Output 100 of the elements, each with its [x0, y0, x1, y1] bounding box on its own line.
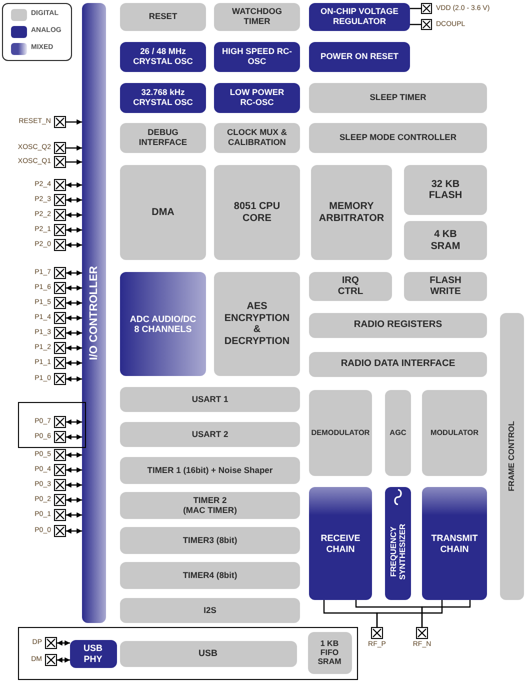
digital-block — [309, 83, 487, 113]
digital-block — [404, 165, 487, 215]
arrow — [66, 270, 82, 276]
arrow — [66, 345, 82, 351]
digital-block — [309, 390, 372, 476]
arrow — [66, 182, 82, 188]
pin-pad — [54, 357, 66, 369]
arrow — [57, 657, 70, 663]
block-label: IRQ CTRL — [336, 276, 364, 298]
arrow — [66, 512, 82, 518]
block-label: TIMER4 (8bit) — [182, 570, 238, 580]
arrow — [66, 330, 82, 336]
pin-pad — [54, 464, 66, 476]
arrow — [66, 159, 82, 165]
vertical-label: FREQUENCY SYNTHESIZER — [388, 523, 408, 582]
mixed-signal-block — [120, 272, 206, 376]
digital-block — [309, 313, 487, 338]
arrow — [66, 242, 82, 248]
digital-block — [308, 632, 352, 674]
arrow — [66, 497, 82, 503]
block-label: WATCHDOG TIMER — [231, 7, 283, 27]
pin-pad — [54, 327, 66, 339]
block-label: DEBUG INTERFACE — [138, 128, 188, 148]
digital-block — [120, 640, 296, 666]
pin-pad — [44, 654, 56, 666]
block-label: I2S — [204, 606, 216, 616]
pin-pad — [54, 224, 66, 236]
block-label: RESET — [148, 12, 178, 22]
pin-pad — [54, 179, 66, 191]
arrow — [66, 452, 82, 458]
group-frame — [18, 627, 358, 680]
connector-line — [421, 600, 471, 627]
pin-pad — [54, 479, 66, 491]
digital-block — [120, 123, 206, 153]
pin-pad — [54, 449, 66, 461]
pin-pad — [371, 627, 383, 639]
digital-block — [309, 272, 392, 301]
arrow — [66, 197, 82, 203]
pin-pad — [421, 3, 432, 14]
block-label: RADIO REGISTERS — [354, 320, 442, 331]
arrow — [66, 227, 82, 233]
digital-block — [120, 527, 300, 554]
digital-block — [311, 165, 392, 260]
connector-line — [376, 600, 443, 627]
analog-block — [120, 83, 206, 113]
pin-pad — [416, 627, 428, 639]
block-label: DMA — [152, 206, 174, 218]
analog-block — [120, 42, 206, 72]
pin-pad — [54, 509, 66, 521]
digital-block — [120, 3, 206, 31]
pin-pad — [54, 342, 66, 354]
digital-block — [404, 272, 487, 301]
arrow — [66, 300, 82, 306]
arrow — [66, 285, 82, 291]
vertical-label: FRAME CONTROL — [507, 421, 517, 492]
digital-block — [120, 492, 300, 519]
pin-pad — [54, 525, 66, 537]
vertical-label: I/O CONTROLLER — [88, 266, 100, 360]
block-label: TRANSMIT CHAIN — [430, 533, 479, 554]
block-label: ADC AUDIO/DC 8 CHANNELS — [128, 314, 198, 334]
pin-pad — [44, 636, 56, 648]
pin-pad — [54, 116, 66, 128]
arrow — [66, 212, 82, 218]
block-label: 1 KB FIFO SRAM — [316, 638, 342, 666]
pin-pad — [54, 142, 66, 154]
block-label: MEMORY ARBITRATOR — [318, 201, 386, 224]
synthesizer-block — [385, 487, 411, 600]
analog-block — [309, 487, 372, 600]
pin-pad — [54, 209, 66, 221]
block-label: RECEIVE CHAIN — [320, 533, 362, 554]
arrow — [57, 640, 70, 646]
analog-block — [309, 3, 410, 31]
arrow — [66, 528, 82, 534]
block-label: POWER ON RESET — [320, 52, 398, 62]
pin-pad — [54, 494, 66, 506]
block-label: 26 / 48 MHz CRYSTAL OSC — [132, 47, 194, 67]
io-controller-bar — [82, 3, 106, 623]
pin-pad — [54, 373, 66, 385]
analog-block — [309, 42, 410, 72]
arrow — [66, 482, 82, 488]
analog-block — [422, 487, 487, 600]
block-label: CLOCK MUX & CALIBRATION — [226, 128, 288, 148]
block-label: LOW POWER RC-OSC — [228, 88, 286, 108]
block-label: USART 1 — [192, 394, 228, 404]
analog-block — [214, 83, 300, 113]
digital-block — [120, 165, 206, 260]
arrow — [66, 467, 82, 473]
pin-pad — [54, 194, 66, 206]
analog-block — [214, 42, 300, 72]
block-label: TIMER 1 (16bit) + Noise Shaper — [147, 466, 273, 476]
block-label: 32 KB FLASH — [428, 178, 464, 202]
digital-block — [309, 352, 487, 377]
digital-block — [120, 562, 300, 589]
digital-block — [385, 390, 411, 476]
pin-pad — [54, 267, 66, 279]
arrow — [66, 376, 82, 382]
block-label: ON-CHIP VOLTAGE REGULATOR — [320, 7, 400, 27]
arrow — [66, 419, 82, 425]
block-label: AES ENCRYPTION & DECRYPTION — [223, 301, 291, 347]
digital-block — [120, 598, 300, 623]
